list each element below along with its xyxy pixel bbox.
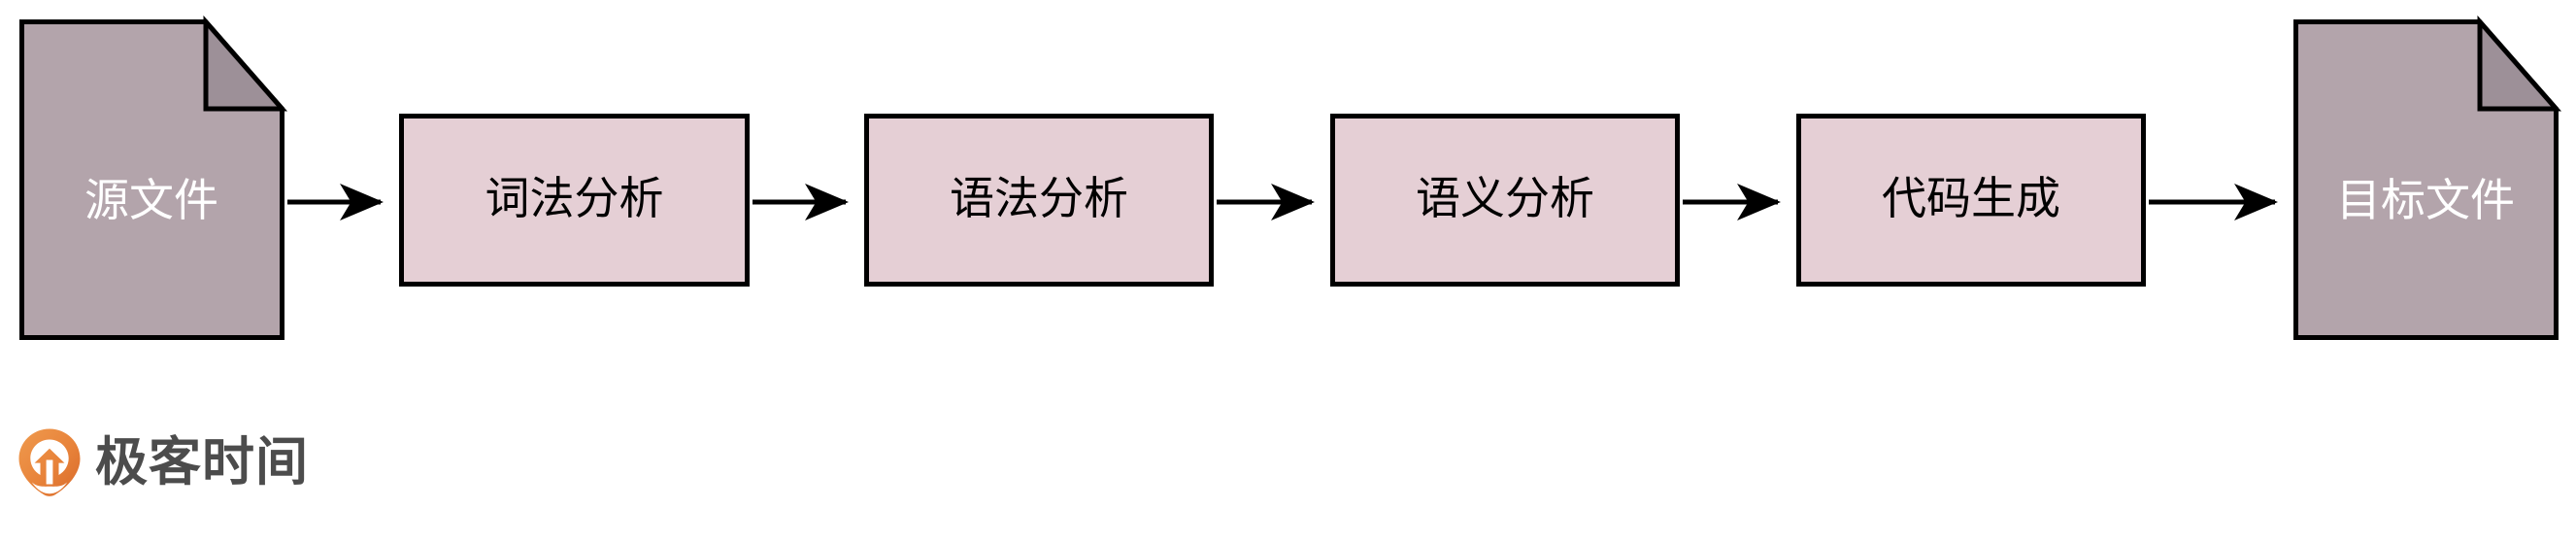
source-file-fold	[203, 15, 288, 112]
syntax-analysis-box	[864, 114, 1214, 287]
geektime-pin-icon	[18, 428, 81, 496]
lexical-analysis-label: 词法分析	[485, 173, 664, 223]
semantic-analysis-label: 语义分析	[1416, 173, 1594, 223]
semantic-analysis-box	[1330, 114, 1680, 287]
node-syntax-analysis[interactable]: 语法分析	[864, 114, 1214, 287]
node-code-generation[interactable]: 代码生成	[1796, 114, 2146, 287]
target-file-fold	[2477, 15, 2562, 112]
code-generation-label: 代码生成	[1882, 173, 2060, 223]
node-semantic-analysis[interactable]: 语义分析	[1330, 114, 1680, 287]
node-source-file[interactable]: 源文件	[19, 15, 288, 340]
lexical-analysis-box	[399, 114, 750, 287]
compiler-pipeline-flowchart: 源文件 词法分析 语法分析 语义分析	[19, 15, 2562, 340]
node-target-file[interactable]: 目标文件	[2293, 15, 2562, 340]
source-file-label: 源文件	[84, 175, 218, 225]
brand-logo[interactable]: 极客时间	[17, 425, 309, 499]
code-generation-box	[1796, 114, 2146, 287]
brand-name: 极客时间	[95, 433, 309, 492]
node-lexical-analysis[interactable]: 词法分析	[399, 114, 750, 287]
syntax-analysis-label: 语法分析	[950, 173, 1128, 223]
target-file-label: 目标文件	[2336, 175, 2515, 225]
